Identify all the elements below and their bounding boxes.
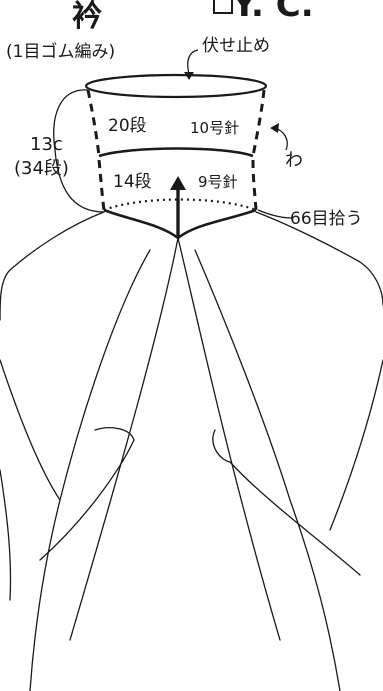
collar-fold-line: [98, 147, 254, 158]
upper-rows-label: 20段: [108, 116, 147, 136]
diagram-title: 衿: [72, 0, 102, 34]
front-neck-line: [103, 208, 257, 240]
diagram-subtitle: (1目ゴム編み): [6, 42, 116, 62]
right-arm-inner: [329, 359, 383, 531]
left-arm-inner: [0, 359, 61, 501]
total-height-label: 13c: [30, 134, 63, 155]
direction-arrow-head: [170, 176, 186, 190]
left-body-outline: [29, 249, 151, 691]
center-line-left: [69, 237, 179, 641]
collar-right-side-lower: [251, 159, 258, 211]
upper-needle-label: 10号針: [190, 119, 240, 137]
corner-text: Y. C.: [232, 0, 314, 25]
bind-off-label: 伏せ止め: [202, 36, 270, 56]
bind-off-leader: [187, 49, 199, 75]
left-cuff: [39, 427, 135, 561]
right-cuff: [212, 429, 361, 576]
fold-label: わ: [285, 150, 303, 171]
lower-needle-label: 9号針: [198, 173, 238, 191]
lower-rows-label: 14段: [113, 172, 152, 192]
corner-box-icon: [213, 0, 233, 14]
bind-off-arrow-head: [184, 72, 194, 80]
collar-top-edge: [84, 73, 268, 99]
left-panel: [0, 469, 12, 601]
right-body-outline: [194, 249, 341, 691]
right-sleeve-outline: [255, 211, 383, 306]
fold-arrow-head: [270, 123, 279, 133]
collar-left-side-upper: [86, 89, 101, 157]
center-line-right: [177, 237, 281, 641]
pick-up-label: 66目拾う: [290, 209, 363, 229]
collar-right-side-upper: [251, 89, 266, 157]
pickup-leader: [257, 209, 293, 219]
back-neck-dotted: [103, 198, 257, 212]
left-sleeve-outline: [0, 211, 105, 321]
collar-left-side-lower: [97, 159, 106, 211]
height-bracket: [53, 89, 105, 213]
total-rows-label: (34段): [14, 158, 69, 179]
